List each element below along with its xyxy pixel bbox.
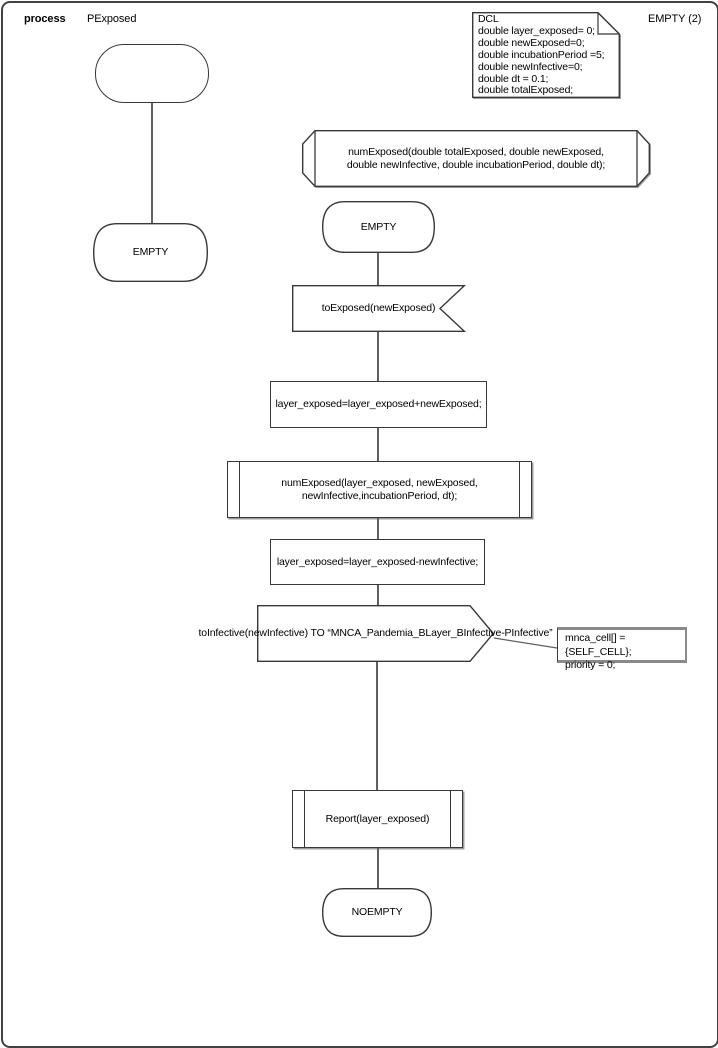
task-box-subtract-infective: layer_exposed=layer_exposed-newInfective… <box>270 539 485 585</box>
flow-connector-7 <box>376 662 378 790</box>
folded-note-icon <box>472 12 620 98</box>
procedure-call-numexposed: numExposed(layer_exposed, newExposed, ne… <box>227 461 532 518</box>
procedure-call-text: Report(layer_exposed) <box>325 812 430 825</box>
process-keyword-label: process <box>24 13 66 25</box>
procedure-call-report: Report(layer_exposed) <box>292 790 463 848</box>
dcl-note: DCL double layer_exposed= 0; double newE… <box>472 12 620 98</box>
flow-connector-6 <box>377 585 379 605</box>
output-signal-label: toInfective(newInfective) TO “MNCA_Pande… <box>198 627 553 639</box>
state-label: NOEMPTY <box>351 906 403 918</box>
flow-connector-1 <box>151 103 153 223</box>
flow-connector-2 <box>377 253 379 285</box>
state-instance-label: EMPTY (2) <box>648 13 702 25</box>
start-symbol <box>95 44 209 103</box>
flow-connector-4 <box>377 428 379 461</box>
state-symbol-noempty: NOEMPTY <box>321 888 433 937</box>
flow-connector-3 <box>377 332 379 381</box>
state-symbol-empty-left: EMPTY <box>92 223 209 282</box>
procedure-side-bar <box>518 462 520 517</box>
flow-connector-5 <box>377 518 379 539</box>
input-signal-symbol: toExposed(newExposed) <box>292 285 467 332</box>
task-label: layer_exposed=layer_exposed+newExposed; <box>275 398 482 410</box>
procedure-side-bar <box>304 791 306 847</box>
process-name-label: PExposed <box>87 13 137 25</box>
output-signal-symbol: toInfective(newInfective) TO “MNCA_Pande… <box>199 605 553 662</box>
comment-connector <box>493 637 558 649</box>
procedure-side-bar <box>449 791 451 847</box>
state-label: EMPTY <box>360 220 397 233</box>
dcl-declarations-text: DCL double layer_exposed= 0; double newE… <box>478 13 605 97</box>
comment-note: mnca_cell[] = {SELF_CELL}; priority = 0; <box>557 627 687 671</box>
comment-line: mnca_cell[] = {SELF_CELL}; <box>565 632 632 658</box>
procedure-declaration-symbol: numExposed(double totalExposed, double n… <box>302 130 650 187</box>
task-box-add-exposed: layer_exposed=layer_exposed+newExposed; <box>270 381 487 428</box>
comment-line: priority = 0; <box>565 659 616 671</box>
procedure-declaration-text: numExposed(double totalExposed, double n… <box>346 145 606 171</box>
state-label: EMPTY <box>132 246 169 258</box>
procedure-side-bar <box>239 462 241 517</box>
input-signal-label: toExposed(newExposed) <box>321 302 436 314</box>
procedure-call-text: numExposed(layer_exposed, newExposed, ne… <box>281 476 478 502</box>
state-symbol-empty: EMPTY <box>321 201 436 253</box>
flow-connector-8 <box>377 848 379 888</box>
task-label: layer_exposed=layer_exposed-newInfective… <box>276 555 479 568</box>
